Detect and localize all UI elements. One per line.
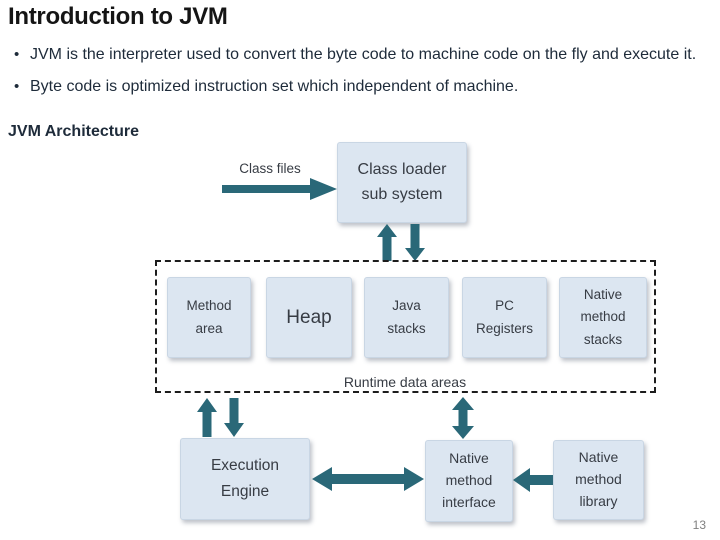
java-stacks-box: Java stacks (364, 277, 449, 358)
classloader-runtime-up-arrow (377, 224, 397, 261)
execution-engine-label: Execution Engine (210, 456, 280, 500)
native-method-interface-label: Native method interface (442, 450, 496, 510)
engine-interface-double-arrow (312, 467, 424, 491)
native-method-stacks-box: Native method stacks (559, 277, 647, 358)
class-loader-label: Class loader sub system (357, 160, 447, 203)
bullet-item: Byte code is optimized instruction set w… (9, 76, 712, 98)
bullet-list: JVM is the interpreter used to convert t… (9, 44, 712, 108)
native-method-library-label: Native method library (575, 449, 622, 509)
heap-label: Heap (286, 306, 332, 328)
pc-registers-box: PC Registers (462, 277, 547, 358)
classloader-runtime-down-arrow (405, 224, 425, 261)
method-area-label: Method area (186, 298, 232, 336)
heap-box: Heap (266, 277, 352, 358)
pc-registers-label: PC Registers (475, 298, 534, 336)
runtime-data-areas-box (155, 260, 656, 393)
class-files-arrow (222, 178, 337, 200)
runtime-engine-up-arrow (197, 398, 217, 437)
jvm-architecture-heading: JVM Architecture (8, 123, 139, 140)
native-method-library-box: Native method library (553, 440, 644, 520)
java-stacks-label: Java stacks (387, 298, 426, 336)
bullet-item: JVM is the interpreter used to convert t… (9, 44, 712, 66)
native-method-interface-box: Native method interface (425, 440, 513, 522)
library-interface-arrow (513, 468, 553, 492)
execution-engine-box: Execution Engine (180, 438, 310, 520)
class-loader-box: Class loader sub system (337, 142, 467, 223)
runtime-data-areas-label: Runtime data areas (343, 374, 467, 390)
runtime-interface-double-arrow (452, 397, 474, 439)
slide-title: Introduction to JVM (8, 3, 228, 30)
native-method-stacks-label: Native method stacks (580, 287, 626, 347)
page-number: 13 (692, 518, 706, 532)
runtime-engine-down-arrow (224, 398, 244, 437)
method-area-box: Method area (167, 277, 251, 358)
class-files-label: Class files (239, 161, 301, 176)
